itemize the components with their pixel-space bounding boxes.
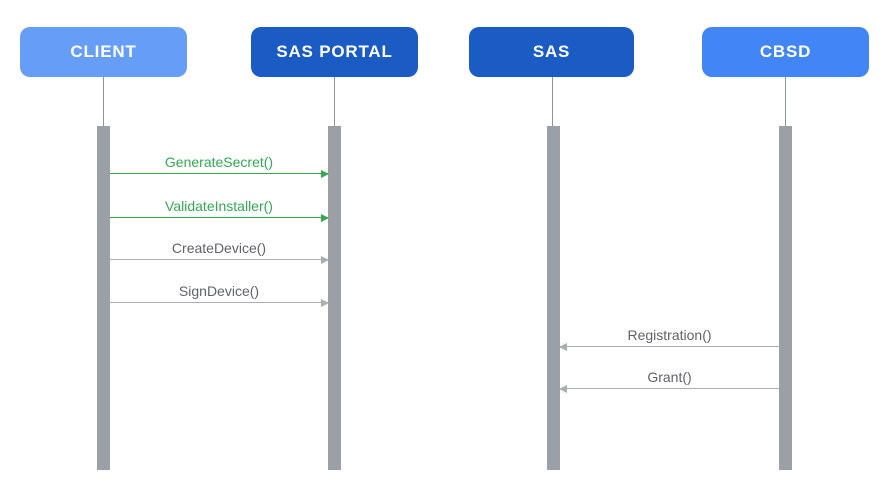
actor-label-sas: SAS [532, 42, 571, 61]
activation-bar-sas [547, 126, 560, 470]
lifeline-stem-client [103, 77, 104, 126]
arrowhead-right-icon [321, 214, 329, 222]
message-label-generate-secret: GenerateSecret() [164, 154, 274, 170]
arrowhead-left-icon [559, 343, 567, 351]
arrowhead-right-icon [321, 170, 329, 178]
actor-box-client: CLIENT [20, 27, 187, 77]
message-label-registration: Registration() [627, 327, 712, 343]
message-generate-secret: GenerateSecret() [110, 154, 329, 178]
actor-label-client: CLIENT [70, 42, 137, 61]
actor-box-cbsd: CBSD [702, 27, 869, 77]
message-sign-device: SignDevice() [110, 283, 329, 307]
arrowhead-left-icon [559, 385, 567, 393]
actor-box-sas-portal: SAS PORTAL [251, 27, 418, 77]
arrowhead-right-icon [321, 256, 329, 264]
actor-box-sas: SAS [469, 27, 634, 77]
activation-bar-sas-portal [328, 126, 341, 470]
message-validate-installer: ValidateInstaller() [110, 198, 329, 222]
lifeline-stem-sas [552, 77, 553, 126]
activation-bar-client [97, 126, 110, 470]
message-label-validate-installer: ValidateInstaller() [165, 198, 273, 214]
message-label-sign-device: SignDevice() [178, 283, 260, 299]
lifeline-stem-sas-portal [334, 77, 335, 126]
message-label-grant: Grant() [647, 369, 692, 385]
message-label-create-device: CreateDevice() [171, 240, 267, 256]
arrowhead-right-icon [321, 299, 329, 307]
message-grant: Grant() [559, 369, 779, 393]
message-create-device: CreateDevice() [110, 240, 329, 264]
activation-bar-cbsd [779, 126, 792, 470]
message-registration: Registration() [559, 327, 779, 351]
lifeline-stem-cbsd [785, 77, 786, 126]
actor-label-cbsd: CBSD [759, 42, 812, 61]
actor-label-sas-portal: SAS PORTAL [276, 42, 393, 61]
